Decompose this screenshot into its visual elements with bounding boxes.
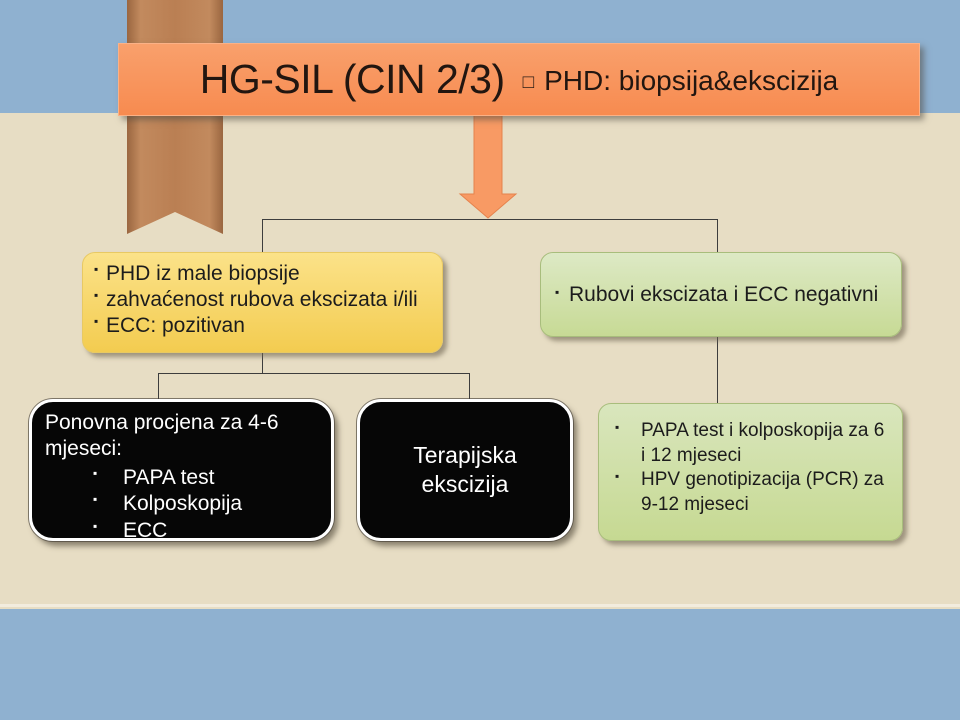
- surveillance-item-1: PAPA test i kolposkopija za 6 i 12 mjese…: [641, 420, 885, 466]
- connector-sub-right-vertical: [469, 373, 470, 400]
- list-item: ▪ Rubovi ekscizata i ECC negativni: [555, 283, 878, 307]
- list-item: ▪ ECC: [91, 518, 321, 544]
- negative-findings-item-1: Rubovi ekscizata i ECC negativni: [569, 282, 879, 306]
- title-main: HG-SIL (CIN 2/3): [199, 56, 505, 102]
- surveillance-item-2: HPV genotipizacija (PCR) za 9-12 mjeseci: [641, 469, 884, 516]
- square-bullet-icon: ▪: [93, 492, 98, 507]
- list-item: ▪ PAPA test: [91, 465, 321, 491]
- square-bullet-icon: ▪: [555, 284, 560, 299]
- list-item: ▪ PAPA test i kolposkopija za 6 i 12 mje…: [613, 419, 888, 468]
- therapy-box: Terapijska ekscizija: [357, 399, 573, 541]
- bottom-band-highlight: [0, 604, 960, 607]
- square-bullet-icon: ▪: [615, 469, 620, 484]
- negative-findings-box: ▪ Rubovi ekscizata i ECC negativni: [540, 252, 902, 337]
- positive-findings-item-1: PHD iz male biopsije: [106, 262, 300, 285]
- square-bullet-icon: ▪: [615, 420, 620, 434]
- positive-findings-box: ▪ PHD iz male biopsije ▪ zahvaćenost rub…: [82, 252, 443, 353]
- title-box: HG-SIL (CIN 2/3) □ PHD: biopsija&ekscizi…: [118, 43, 920, 116]
- reassessment-item-2: Kolposkopija: [123, 492, 243, 516]
- square-bullet-icon: ▪: [94, 262, 99, 276]
- title-subtitle: PHD: biopsija&ekscizija: [544, 64, 839, 96]
- square-bullet-icon: ▪: [93, 518, 98, 533]
- connector-sub-horizontal: [158, 373, 470, 374]
- positive-findings-item-3: ECC: pozitivan: [106, 314, 245, 338]
- list-item: ▪ Kolposkopija: [91, 491, 321, 517]
- square-bullet-icon: ▪: [93, 465, 98, 480]
- square-bullet-icon: □: [522, 71, 535, 93]
- bottom-band: [0, 609, 960, 720]
- square-bullet-icon: ▪: [94, 288, 99, 303]
- reassessment-box: Ponovna procjena za 4-6 mjeseci: ▪ PAPA …: [29, 399, 334, 544]
- reassessment-item-1: PAPA test: [123, 465, 215, 489]
- square-bullet-icon: ▪: [94, 314, 99, 329]
- list-item: ▪ ECC: pozitivan: [94, 313, 432, 339]
- list-item: ▪ HPV genotipizacija (PCR) za 9-12 mjese…: [613, 468, 888, 517]
- therapy-box-text: Terapijska ekscizija: [413, 442, 517, 497]
- list-item: ▪ PHD iz male biopsije: [94, 261, 432, 287]
- ribbon-decoration: [127, 0, 223, 234]
- down-arrow-icon: [458, 113, 518, 219]
- reassessment-list: ▪ PAPA test ▪ Kolposkopija ▪ ECC: [91, 465, 321, 544]
- connector-sub-left-vertical: [158, 373, 159, 400]
- positive-findings-item-2: zahvaćenost rubova ekscizata i/ili: [106, 288, 418, 312]
- reassessment-heading: Ponovna procjena za 4-6 mjeseci:: [45, 411, 279, 461]
- list-item: ▪ zahvaćenost rubova ekscizata i/ili: [94, 287, 432, 313]
- reassessment-item-3: ECC: [123, 518, 168, 542]
- connector-top-horizontal: [262, 219, 718, 220]
- surveillance-box: ▪ PAPA test i kolposkopija za 6 i 12 mje…: [598, 403, 903, 541]
